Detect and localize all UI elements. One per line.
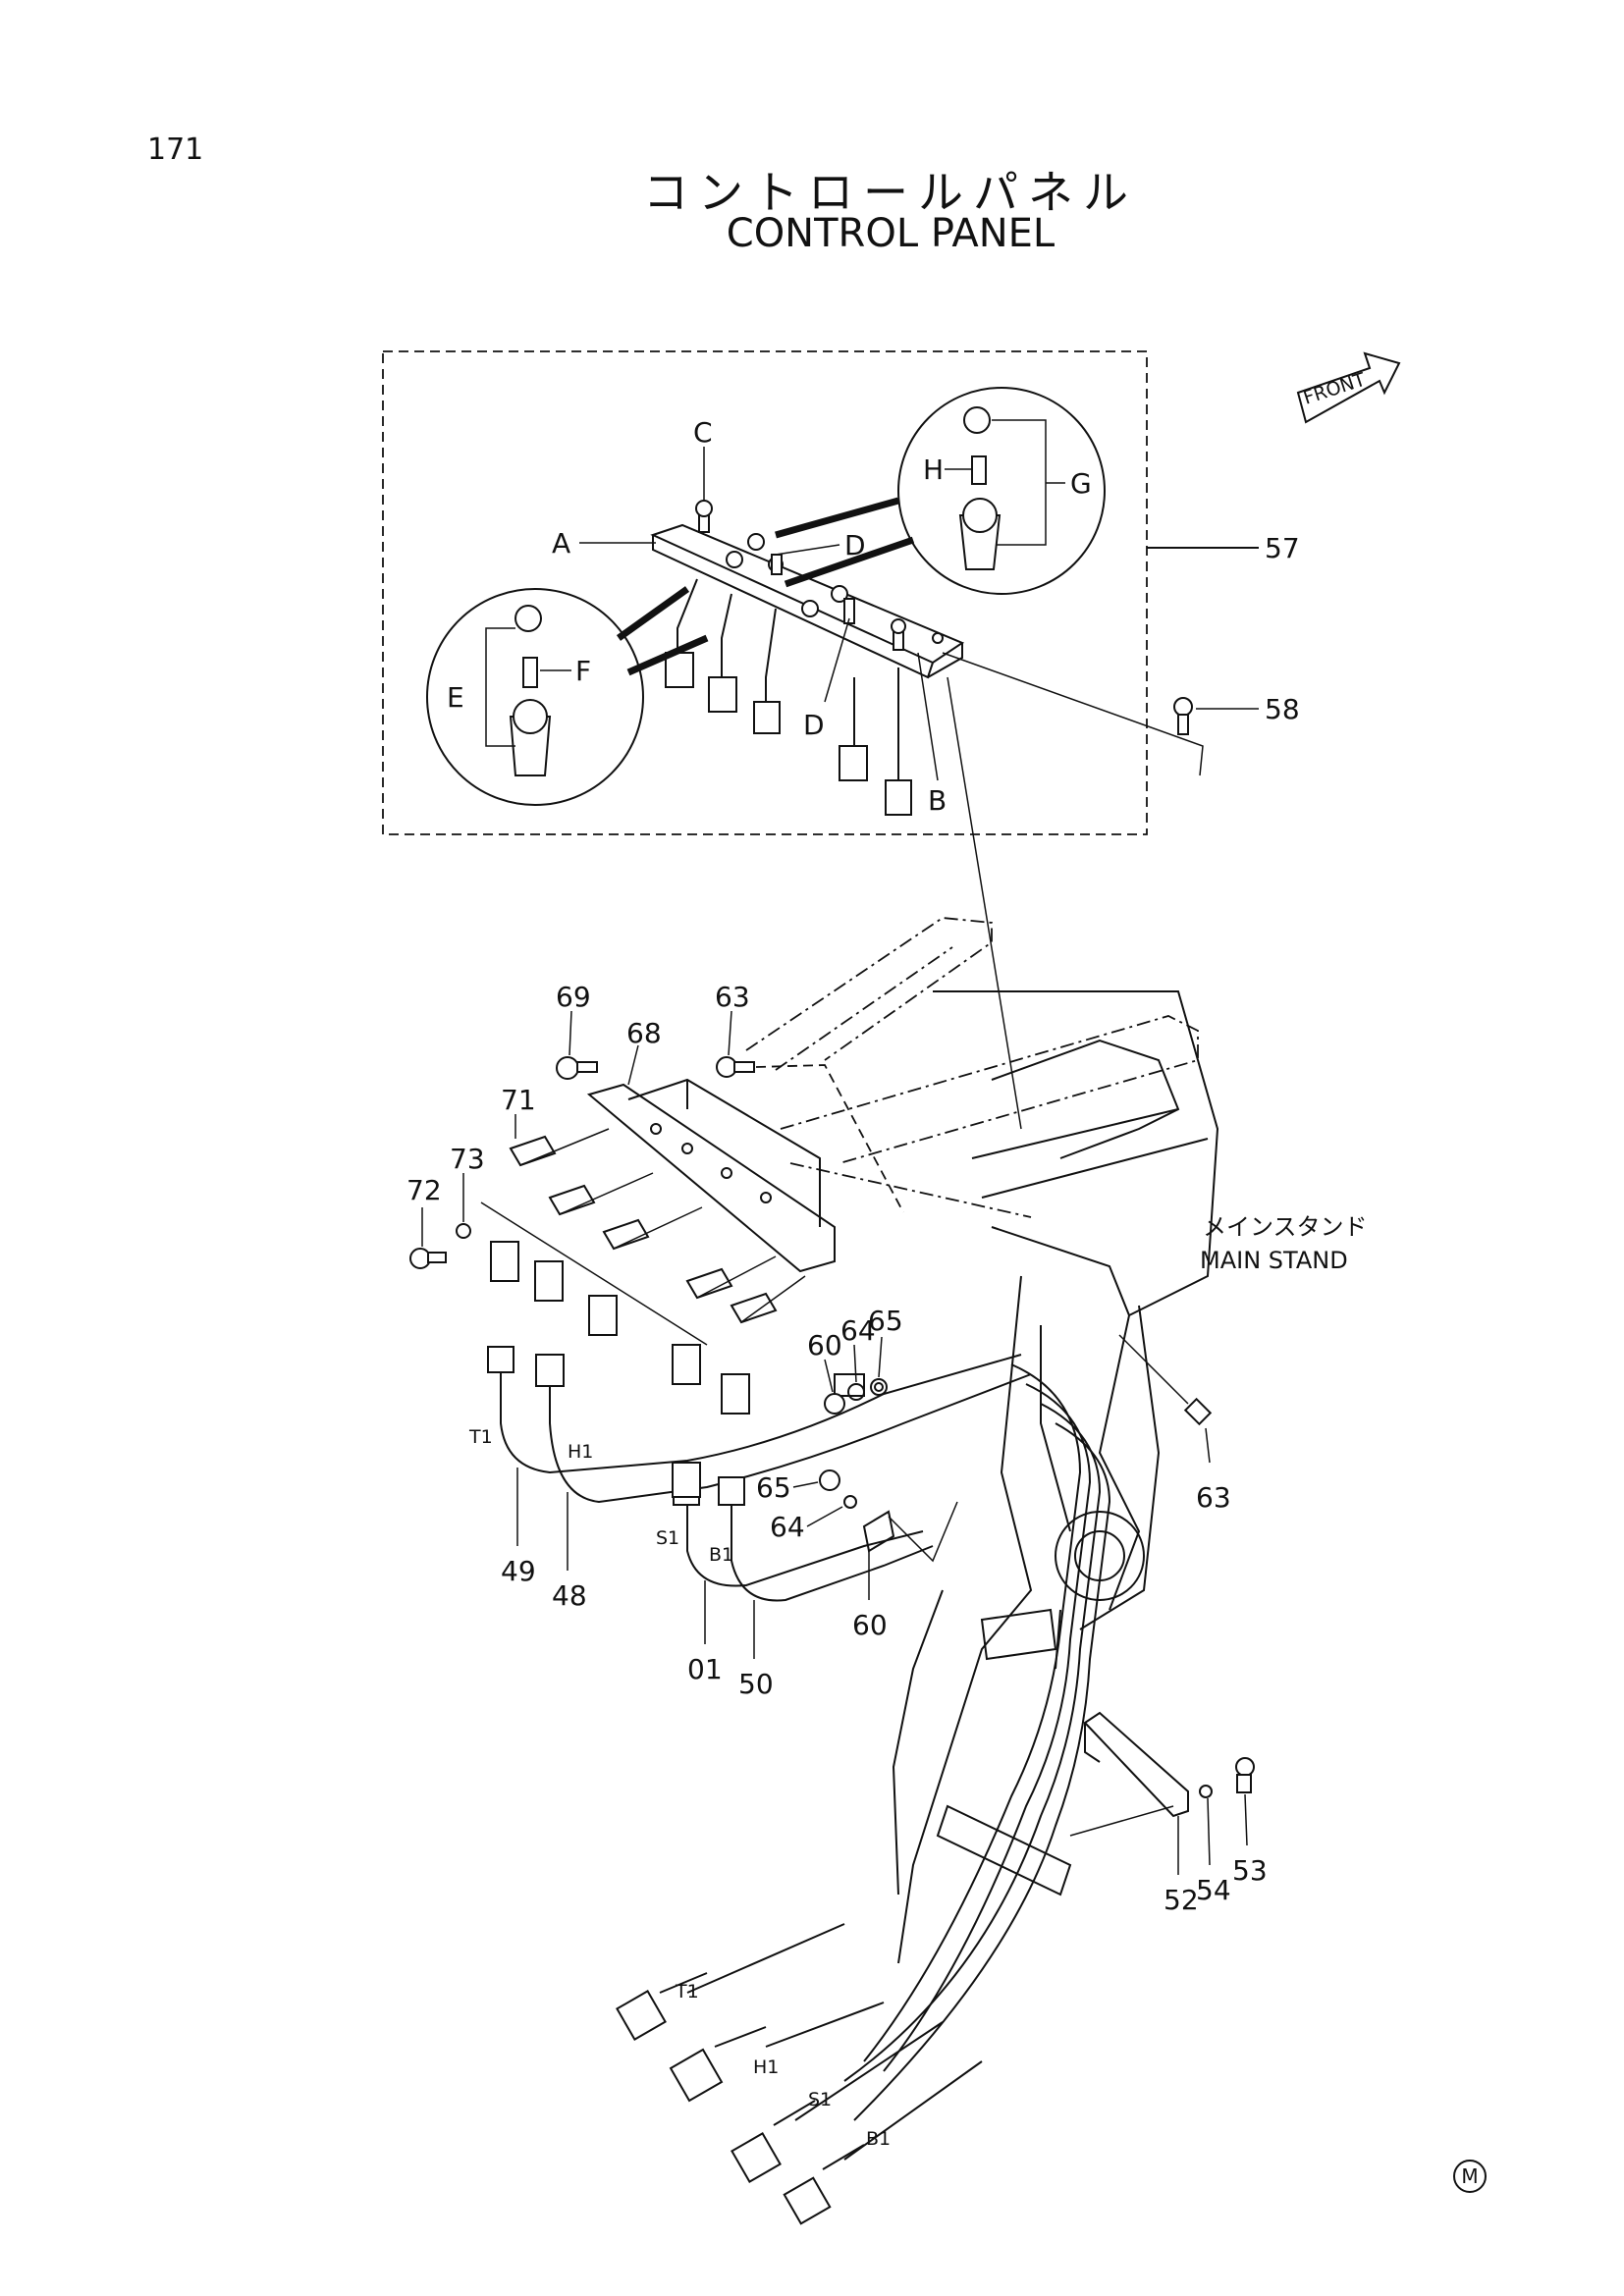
screw-72 <box>409 1248 447 1269</box>
main-stand-frame <box>745 917 1219 1964</box>
title-japanese: コントロールパネル <box>643 166 1138 219</box>
leader-G <box>992 419 1047 546</box>
main-stand-ja: メインスタンド <box>1203 1213 1368 1241</box>
mount-line-58 <box>942 652 1204 776</box>
part-71: 71 <box>501 1084 536 1116</box>
part-60a: 60 <box>807 1329 842 1362</box>
bolt-63-right <box>1118 1334 1213 1426</box>
part-63a: 63 <box>715 981 750 1013</box>
tag-b1-bottom: B1 <box>866 2128 891 2150</box>
label-F: F <box>575 655 591 687</box>
part-72: 72 <box>406 1174 442 1206</box>
label-H: H <box>923 454 944 486</box>
leader-D2 <box>824 617 850 703</box>
detail-circle-left <box>426 588 644 806</box>
callout-lines-right <box>775 497 915 588</box>
leader-54 <box>1207 1797 1211 1866</box>
tag-h1-bottom: H1 <box>753 2056 779 2078</box>
plate-mount-line <box>947 676 1022 1130</box>
detail-circle-right <box>897 387 1106 595</box>
screw-58 <box>1173 697 1193 735</box>
title-english: CONTROL PANEL <box>726 211 1056 256</box>
harness-straps <box>936 1608 1072 1896</box>
label-D2: D <box>803 709 825 741</box>
label-D1: D <box>844 529 866 561</box>
page-number: 171 <box>147 133 204 167</box>
tag-s1-bottom: S1 <box>808 2089 832 2110</box>
main-stand-en: MAIN STAND <box>1200 1247 1348 1274</box>
part-63b: 63 <box>1196 1481 1231 1514</box>
leader-68 <box>627 1044 639 1086</box>
tag-t1-top: T1 <box>468 1426 493 1448</box>
tag-s1-top: S1 <box>656 1527 679 1549</box>
part-57: 57 <box>1265 532 1300 564</box>
relay-clips-71 <box>480 1128 806 1346</box>
label-G: G <box>1070 467 1092 500</box>
label-A: A <box>552 527 570 560</box>
callout-lines-left <box>616 586 709 676</box>
assembly-box <box>382 350 1148 835</box>
clamp-60-top <box>824 1378 888 1415</box>
part-60b: 60 <box>852 1609 888 1641</box>
label-E: E <box>447 681 464 714</box>
part-64a: 64 <box>840 1314 876 1347</box>
label-B: B <box>928 784 947 817</box>
leader-65b <box>792 1481 819 1488</box>
leader-53 <box>1244 1793 1248 1846</box>
bolt-63-top <box>716 1056 755 1078</box>
leader-69 <box>568 1010 572 1056</box>
label-C: C <box>693 416 713 449</box>
part-52: 52 <box>1164 1884 1199 1916</box>
bracket-52 <box>1083 1711 1189 1818</box>
leader-D1 <box>775 544 840 556</box>
nut-65-lower <box>819 1469 840 1491</box>
bolt-53 <box>1235 1757 1255 1793</box>
end-connectors <box>616 1972 865 2225</box>
part-01: 01 <box>687 1653 723 1685</box>
part-49: 49 <box>501 1555 536 1587</box>
circled-m-icon: M <box>1453 2160 1487 2193</box>
front-arrow-icon: FRONT <box>1296 351 1401 424</box>
part-48: 48 <box>552 1579 587 1612</box>
leader-64a <box>853 1344 857 1383</box>
clamp-60-lower <box>862 1510 895 1553</box>
part-58: 58 <box>1265 693 1300 725</box>
leader-63a <box>728 1010 732 1056</box>
washer-64-lower <box>843 1495 857 1509</box>
screw-69 <box>556 1056 598 1080</box>
leader-64b <box>806 1506 843 1527</box>
relay-bracket-68 <box>586 1078 836 1273</box>
relay-connectors <box>490 1241 750 1415</box>
front-label: FRONT <box>1301 369 1369 409</box>
leader-63b <box>1205 1427 1211 1464</box>
part-65a: 65 <box>868 1305 903 1337</box>
tag-h1-top: H1 <box>568 1441 593 1463</box>
washer-73 <box>456 1223 471 1239</box>
leader-65a <box>878 1336 883 1378</box>
part-68: 68 <box>626 1017 662 1049</box>
part-65b: 65 <box>756 1471 791 1504</box>
part-54: 54 <box>1196 1874 1231 1906</box>
tag-b1-top: B1 <box>709 1544 733 1566</box>
leader-B <box>917 652 939 781</box>
part-73: 73 <box>450 1143 485 1175</box>
tag-t1-bottom: T1 <box>675 1981 699 2002</box>
washer-54 <box>1199 1785 1213 1798</box>
leader-60a <box>824 1359 834 1393</box>
panel-wire-leads <box>665 578 912 816</box>
part-53: 53 <box>1232 1854 1268 1887</box>
part-64b: 64 <box>770 1511 805 1543</box>
harness-wires <box>487 1346 1111 2161</box>
leader-E <box>485 627 515 747</box>
part-50: 50 <box>738 1668 774 1700</box>
part-69: 69 <box>556 981 591 1013</box>
